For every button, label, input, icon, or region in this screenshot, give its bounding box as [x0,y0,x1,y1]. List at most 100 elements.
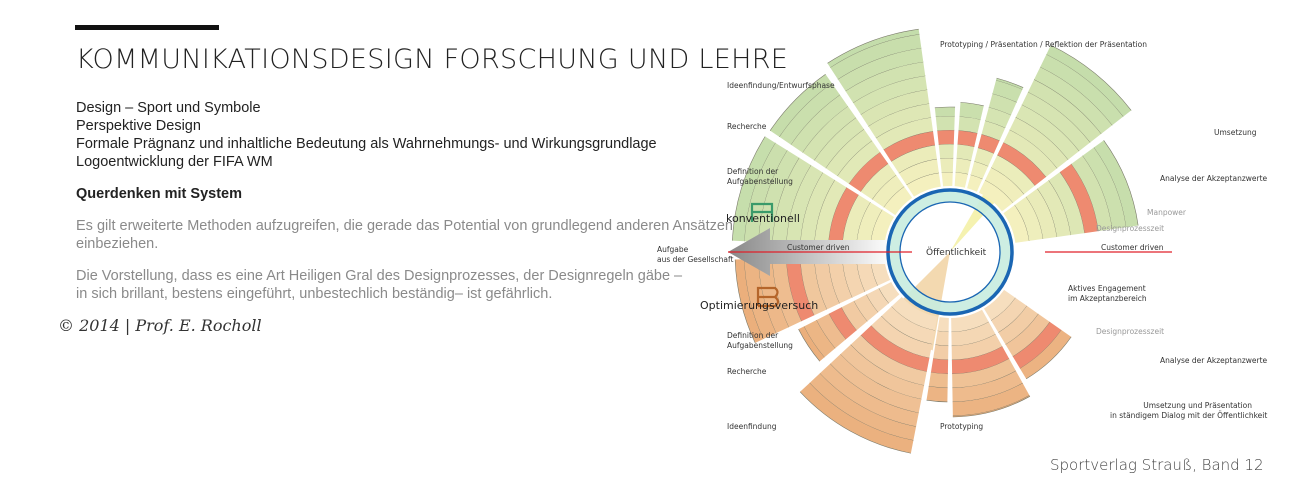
optimierung-glyph-b [756,286,780,308]
wedge-band [958,116,981,134]
wedge-band [814,256,840,310]
wedge-band [1020,330,1072,379]
wedge-line [938,143,954,145]
wedge-band [1005,313,1050,357]
wedge-band [868,103,932,138]
label-line: Aufgabenstellung [727,341,793,350]
wedge-band [800,382,914,454]
wedge-line [860,89,928,115]
wedge-band [1026,188,1057,239]
wedge-band [957,130,978,147]
wedge-line [1048,180,1072,236]
publisher: Sportverlag Strauß, Band 12 [1050,456,1264,474]
wedge-band [926,386,948,402]
label-ideenfindung-lower: Ideenfindung [727,422,777,431]
paragraph-line: in sich brillant, bestens eingeführt, un… [76,286,553,302]
wedge-line [1015,116,1069,160]
wedge-line [757,150,788,242]
wedge-band [1048,172,1085,236]
wedge-line [991,167,1025,195]
wedge-band [988,93,1017,115]
wedge-line [1019,329,1062,369]
wedge-band [841,301,868,331]
wedge-band [814,117,864,169]
wedge-band [952,358,1016,388]
wedge-line [769,73,826,131]
label-center: Öffentlichkeit [926,248,987,258]
label-optimierungsversuch: Optimierungsversuch [700,299,819,312]
wedge-band [891,297,938,331]
wedge-band [1015,104,1080,160]
wedge-band [954,172,968,188]
wedge-band [819,363,919,427]
wedge-band [1003,129,1058,177]
wedge-band [809,373,917,441]
wedge-band [937,317,949,332]
wedge-band [1094,140,1139,228]
wedge-band [772,157,811,244]
wedge-band [981,120,1006,141]
wedge-band [735,259,764,343]
label-recherche-lower: Recherche [727,367,767,376]
title-accent-bar [75,25,219,30]
wedge-band [881,306,935,345]
wedge-band [938,144,954,159]
wedge-band [779,83,840,145]
wedge-band [1012,321,1062,369]
wedge-band [802,106,856,161]
label-prototyping: Prototyping [940,422,984,431]
body-line: Design – Sport und Symbole [76,100,261,116]
label-line: Aufgabe [657,245,689,254]
wedge-band [845,61,926,103]
wedge-line [860,163,889,192]
wedge-band [935,331,949,346]
wedge-band [856,254,878,292]
wedge-line [803,326,825,358]
label-line: in ständigem Dialog mit der Öffentlichke… [1110,411,1268,420]
wedge-line [952,396,1031,418]
wedge-band [853,294,878,322]
wedge-band [937,130,955,145]
wedge-line [1046,53,1124,117]
wedge-band [974,147,994,167]
wedge-band [970,161,989,179]
wedge-line [875,117,932,139]
label-line: aus der Gesellschaft [657,255,734,264]
slide-title: KOMMUNIKATIONSDESIGN FORSCHUNG UND LEHRE [76,44,789,75]
label-umsetzung: Umsetzung [1214,128,1257,137]
wedge-band [830,34,922,80]
wedge-line [1021,104,1080,152]
wedge-line [998,305,1028,333]
copyright: © 2014 | Prof. E. Rocholl [58,316,262,335]
label-line: Aufgabenstellung [727,177,793,186]
wedge-band [951,321,996,346]
wedge-line [952,370,1017,389]
label-line: im Akzeptanzbereich [1068,294,1147,303]
label-top: Prototyping / Präsentation / Reflektion … [940,40,1148,49]
wedge-band [828,307,857,340]
wedge-band [951,334,1003,360]
wedge-band [1014,196,1044,241]
label-recherche-upper: Recherche [727,122,767,131]
label-line: Aktives Engagement [1068,284,1146,293]
wedge-line [1059,171,1085,234]
wedge-band [828,255,853,304]
label-ideenfindung-upper: Ideenfindung/Entwurfsphase [727,81,835,90]
wedge-band [1060,163,1099,234]
wedge-line [799,391,911,454]
wedge-band [967,174,983,192]
wedge-band [860,325,930,372]
wedge-line [992,93,1017,103]
wedge-line [743,142,776,242]
wedge-band [928,372,948,388]
wedge-band [837,140,881,184]
label-konventionell: konventionell [726,212,800,225]
wedge-band [870,209,895,249]
wedge-band [959,102,984,120]
wedge-line [819,373,917,428]
